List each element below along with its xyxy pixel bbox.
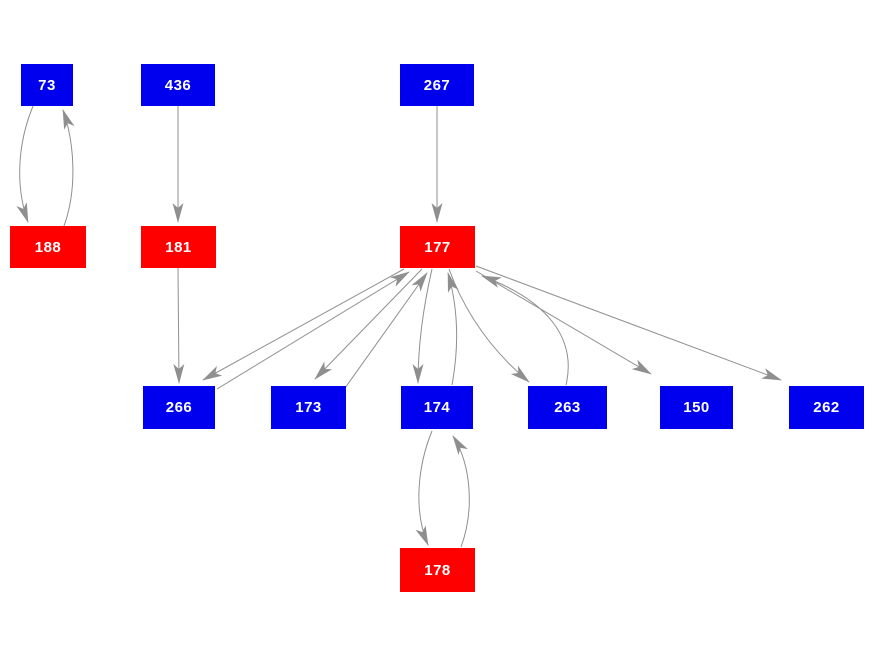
node-label: 263 xyxy=(554,399,581,416)
node-label: 266 xyxy=(165,399,193,416)
node-181: 181 xyxy=(141,226,216,268)
edge-174-178 xyxy=(415,430,433,546)
node-266: 266 xyxy=(143,386,215,429)
node-188: 188 xyxy=(10,226,86,268)
edge-177-266 xyxy=(202,268,405,381)
edge-177-174 xyxy=(412,268,433,384)
node-label: 188 xyxy=(34,238,62,256)
node-174: 174 xyxy=(401,386,473,429)
edge-266-177 xyxy=(216,271,410,390)
edge-263-177 xyxy=(481,275,569,386)
node-177: 177 xyxy=(400,226,475,268)
node-label: 181 xyxy=(165,238,192,256)
edge-177-173 xyxy=(314,268,423,380)
edge-181-266 xyxy=(173,267,185,384)
node-173: 173 xyxy=(271,386,346,429)
node-label: 262 xyxy=(813,399,840,416)
node-178: 178 xyxy=(400,548,475,592)
node-label: 436 xyxy=(164,76,192,94)
node-150: 150 xyxy=(660,386,733,429)
edge-174-177 xyxy=(447,272,459,386)
node-73: 73 xyxy=(21,64,73,106)
node-label: 173 xyxy=(295,399,322,416)
edge-177-262 xyxy=(475,265,782,381)
edge-173-177 xyxy=(344,272,428,389)
node-436: 436 xyxy=(141,64,215,106)
node-label: 73 xyxy=(38,76,56,94)
edge-188-73 xyxy=(62,109,75,227)
node-label: 174 xyxy=(423,399,451,416)
node-label: 150 xyxy=(683,399,710,416)
edge-73-188 xyxy=(16,105,34,223)
node-263: 263 xyxy=(528,386,607,429)
edge-178-174 xyxy=(452,435,470,548)
node-label: 178 xyxy=(424,561,451,579)
edge-177-263 xyxy=(448,268,530,383)
node-262: 262 xyxy=(789,386,864,429)
node-267: 267 xyxy=(400,64,474,106)
edge-177-150 xyxy=(475,270,652,375)
node-label: 177 xyxy=(424,238,451,256)
node-label: 267 xyxy=(423,76,451,94)
